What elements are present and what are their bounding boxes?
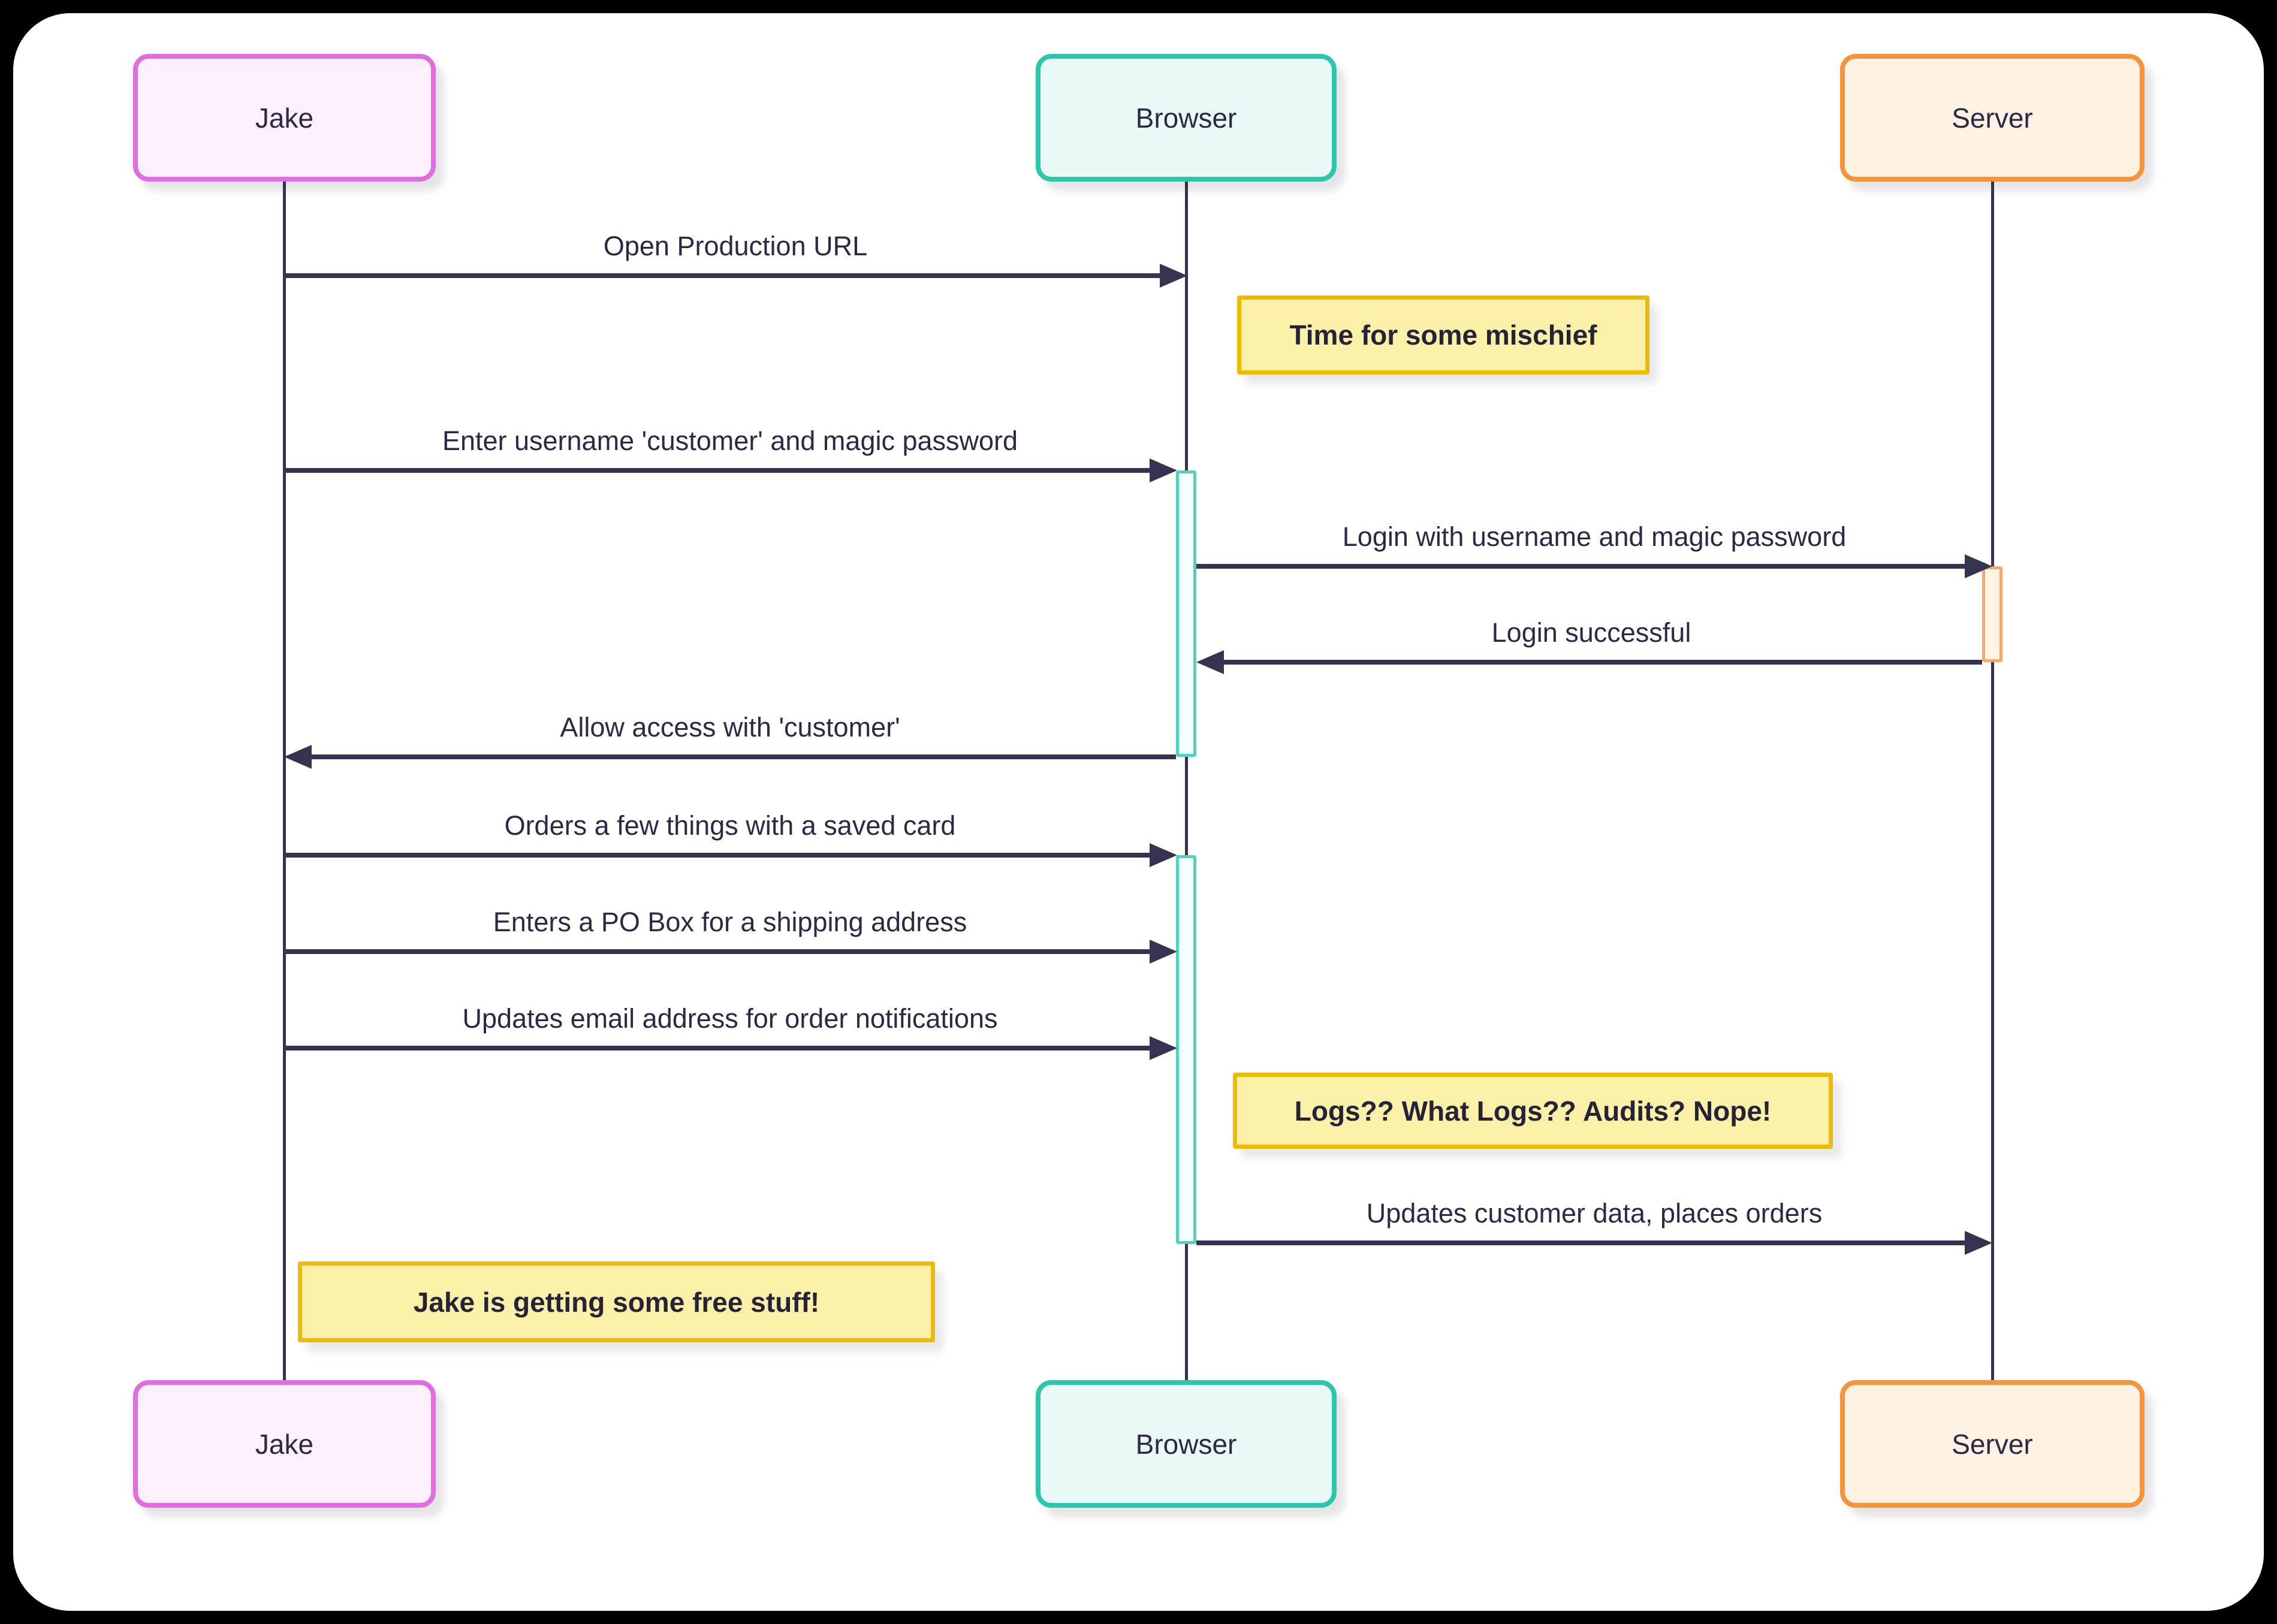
message-label: Login with username and magic password: [1342, 521, 1847, 552]
lifeline-jake: [283, 177, 286, 1384]
activation-server-login: [1982, 566, 2002, 662]
message-arrowhead-right: [1150, 940, 1177, 964]
message-arrowhead-right: [1150, 458, 1177, 482]
message-arrowhead-left: [1196, 650, 1224, 674]
lifeline-server: [1991, 177, 1994, 1384]
message-arrow-line: [1196, 1240, 1965, 1245]
message-arrowhead-right: [1965, 554, 1992, 578]
message-arrow-line: [310, 754, 1176, 759]
message-label: Open Production URL: [603, 231, 868, 261]
message-arrowhead-left: [284, 745, 312, 769]
note-mischief: Time for some mischief: [1237, 295, 1649, 375]
message-label: Allow access with 'customer': [560, 712, 900, 742]
message-label: Enters a PO Box for a shipping address: [493, 907, 967, 937]
actor-browser-label: Browser: [1135, 1428, 1237, 1460]
actor-browser-top: Browser: [1036, 54, 1337, 182]
message-arrow-line: [1196, 564, 1965, 569]
note-logs: Logs?? What Logs?? Audits? Nope!: [1233, 1073, 1833, 1149]
message-label: Login successful: [1491, 617, 1691, 648]
actor-server-top: Server: [1840, 54, 2145, 182]
actor-jake-label: Jake: [255, 1428, 314, 1460]
message-arrowhead-right: [1160, 264, 1187, 288]
message-arrow-line: [284, 273, 1160, 278]
message-arrow-line: [284, 468, 1150, 473]
message-label: Updates customer data, places orders: [1366, 1198, 1823, 1228]
message-arrowhead-right: [1150, 843, 1177, 867]
note-mischief-text: Time for some mischief: [1289, 319, 1597, 351]
message-arrow-line: [1223, 660, 1982, 665]
actor-jake-label: Jake: [255, 102, 314, 134]
activation-browser-login: [1176, 470, 1196, 757]
lifeline-browser: [1185, 177, 1188, 1384]
message-arrow-line: [284, 1046, 1150, 1051]
message-label: Orders a few things with a saved card: [504, 810, 956, 841]
message-label: Enter username 'customer' and magic pass…: [442, 425, 1018, 456]
actor-jake-bottom: Jake: [133, 1380, 436, 1508]
activation-browser-orders: [1176, 855, 1196, 1244]
actor-server-label: Server: [1952, 102, 2033, 134]
note-free-stuff-text: Jake is getting some free stuff!: [413, 1286, 820, 1318]
actor-browser-label: Browser: [1135, 102, 1237, 134]
message-arrow-line: [284, 853, 1150, 858]
message-label: Updates email address for order notifica…: [462, 1003, 998, 1034]
actor-server-bottom: Server: [1840, 1380, 2145, 1508]
message-arrow-line: [284, 949, 1150, 954]
diagram-canvas: [13, 13, 2264, 1611]
note-free-stuff: Jake is getting some free stuff!: [298, 1261, 935, 1342]
message-arrowhead-right: [1965, 1231, 1992, 1255]
note-logs-text: Logs?? What Logs?? Audits? Nope!: [1294, 1095, 1772, 1127]
actor-server-label: Server: [1952, 1428, 2033, 1460]
actor-browser-bottom: Browser: [1036, 1380, 1337, 1508]
message-arrowhead-right: [1150, 1036, 1177, 1060]
actor-jake-top: Jake: [133, 54, 436, 182]
